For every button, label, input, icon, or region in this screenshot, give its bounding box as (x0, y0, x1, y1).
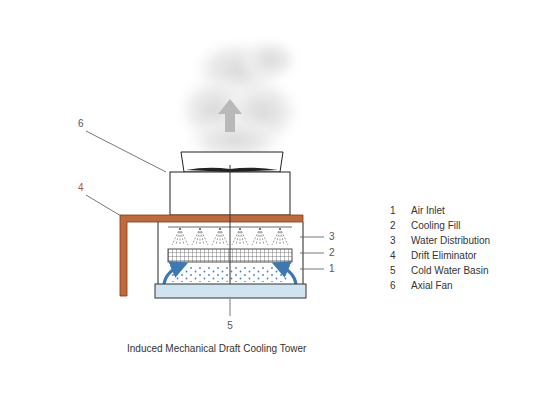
spray-stroke (220, 228, 228, 245)
spray-stroke (236, 228, 240, 245)
air-inlet-arrow (280, 266, 296, 284)
part-name: Cooling Fill (411, 220, 460, 232)
spray-stroke (260, 228, 264, 245)
spray-stroke (216, 228, 220, 245)
callout-number: 6 (78, 118, 84, 130)
spray-stroke (180, 228, 188, 245)
spray-stroke (220, 228, 221, 245)
spray-stroke (256, 228, 260, 245)
list-number: 3 (390, 235, 396, 247)
spray-stroke (280, 228, 284, 245)
fan-shaft (230, 165, 231, 286)
part-name: Air Inlet (411, 205, 445, 217)
spray-stroke (220, 228, 224, 245)
callout-number: 4 (78, 182, 84, 194)
leader-lines (86, 131, 324, 316)
callout-number: 3 (329, 231, 335, 243)
callout-number: 1 (329, 263, 335, 275)
spray-stroke (180, 228, 184, 245)
spray-stroke (192, 228, 200, 245)
spray-stroke (200, 228, 208, 245)
spray-stroke (240, 228, 248, 245)
cold-water-basin (155, 284, 306, 298)
list-number: 1 (390, 205, 396, 217)
callout-number: 2 (329, 247, 335, 259)
spray-stroke (280, 228, 288, 245)
list-number: 4 (390, 250, 396, 262)
spray-stroke (196, 228, 200, 245)
part-name: Cold Water Basin (411, 265, 488, 277)
airflow-arrow (218, 99, 242, 132)
spray-stroke (200, 228, 204, 245)
part-name: Drift Eliminator (411, 250, 477, 262)
spray-stroke (276, 228, 280, 245)
air-inlet-arrow (164, 266, 180, 284)
spray-stroke (200, 228, 201, 245)
spray-stroke (260, 228, 261, 245)
part-name: Axial Fan (411, 280, 453, 292)
spray-stroke (172, 228, 180, 245)
spray-stroke (232, 228, 240, 245)
spray-stroke (240, 228, 244, 245)
spray-stroke (260, 228, 268, 245)
spray-stroke (252, 228, 260, 245)
spray-stroke (180, 228, 181, 245)
fan-stack (181, 152, 283, 172)
list-number: 5 (390, 265, 396, 277)
spray-stroke (272, 228, 280, 245)
spray-stroke (212, 228, 220, 245)
list-number: 6 (390, 280, 396, 292)
part-name: Water Distribution (411, 235, 490, 247)
caption: Induced Mechanical Draft Cooling Tower (127, 343, 306, 355)
callout-number: 5 (227, 320, 233, 332)
list-number: 2 (390, 220, 396, 232)
steam-plume (175, 38, 302, 162)
spray-stroke (240, 228, 241, 245)
spray-stroke (280, 228, 281, 245)
spray-stroke (176, 228, 180, 245)
axial-fan (186, 168, 278, 172)
